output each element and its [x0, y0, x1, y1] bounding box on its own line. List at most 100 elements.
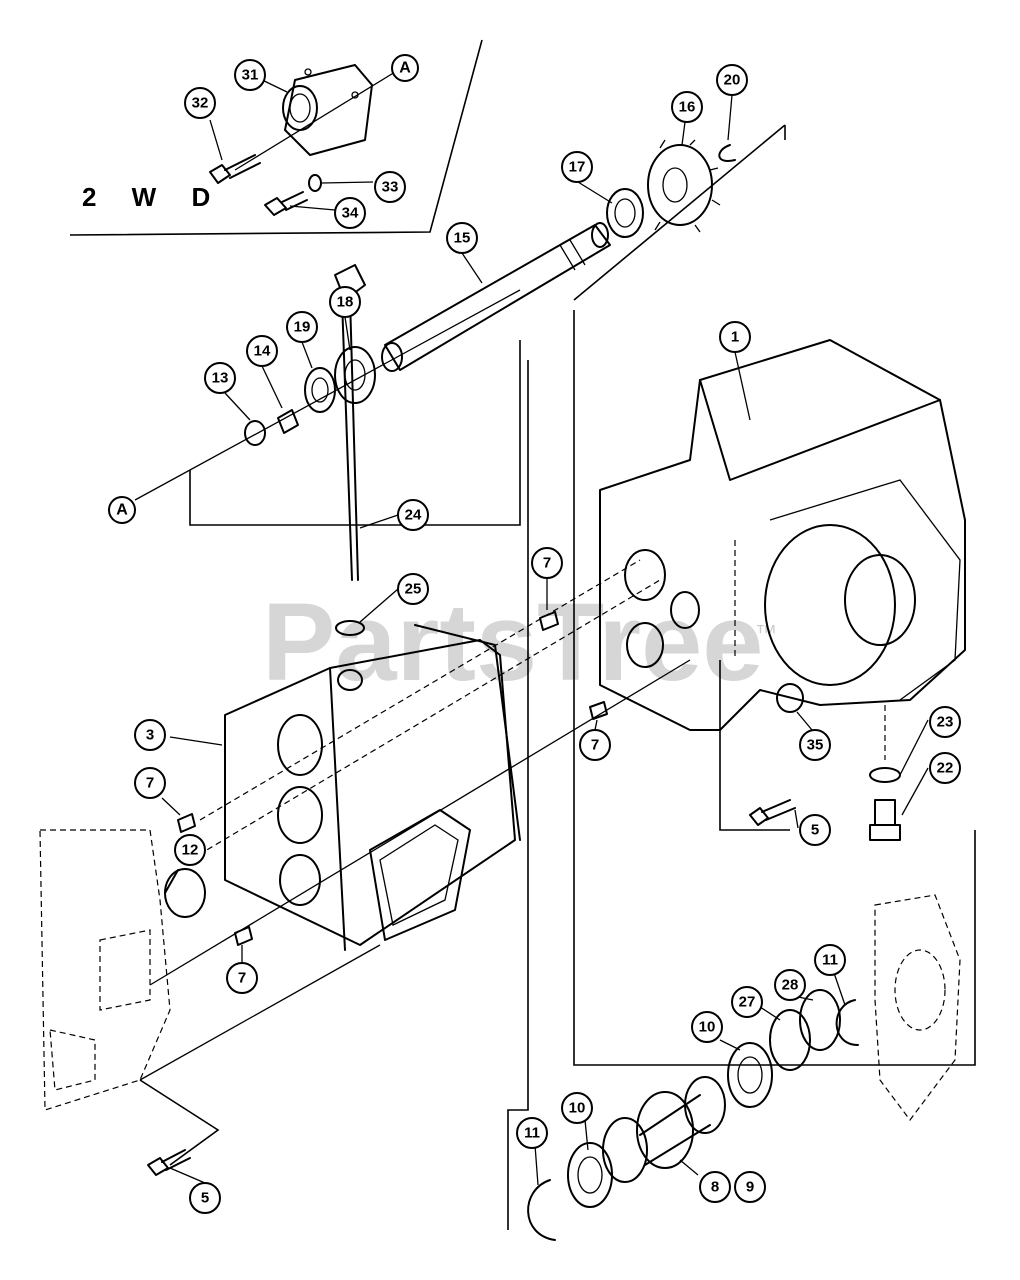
svg-text:15: 15	[454, 230, 471, 247]
part-7-pin-d	[234, 926, 253, 946]
leader-lines	[161, 77, 929, 1186]
axis-dashed-1	[189, 579, 661, 861]
svg-text:3: 3	[146, 727, 154, 744]
svg-text:25: 25	[405, 581, 422, 598]
svg-text:33: 33	[382, 179, 399, 196]
svg-text:35: 35	[807, 737, 824, 754]
svg-text:11: 11	[524, 1125, 540, 1142]
callout-32: 32	[184, 87, 216, 119]
part-1-transmission-case	[599, 339, 966, 731]
svg-text:20: 20	[724, 72, 741, 89]
callout-5-right: 5	[799, 814, 831, 846]
callout-25: 25	[397, 573, 429, 605]
callout-12: 12	[174, 834, 206, 866]
svg-text:34: 34	[342, 205, 359, 222]
part-34-bolt	[264, 191, 308, 216]
callout-7-mid: 7	[579, 729, 611, 761]
callout-19: 19	[286, 311, 318, 343]
callout-16: 16	[671, 91, 703, 123]
bracket-transmission-case	[573, 310, 976, 1066]
part-32-bolt	[209, 154, 261, 184]
callout-7-upper: 7	[531, 547, 563, 579]
axis-line-2wd	[234, 71, 396, 171]
svg-text:28: 28	[782, 977, 799, 994]
part-35-plug	[776, 683, 804, 713]
svg-text:16: 16	[679, 99, 696, 116]
svg-text:8: 8	[711, 1179, 719, 1196]
callout-24: 24	[397, 499, 429, 531]
part-28-shim	[799, 989, 841, 1051]
bracket-bolt-5-left	[139, 1079, 220, 1166]
svg-text:7: 7	[146, 775, 154, 792]
part-7-pin-c	[177, 813, 196, 833]
part-5-bolt-left	[147, 1149, 191, 1176]
svg-text:24: 24	[405, 507, 422, 524]
part-3-front-housing	[224, 624, 521, 951]
callout-20: 20	[716, 64, 748, 96]
part-11-snap-ring-left	[527, 1179, 556, 1241]
svg-text:17: 17	[569, 159, 586, 176]
callout-27: 27	[731, 986, 763, 1018]
part-16-gear	[647, 139, 721, 233]
bracket-bolt-5	[719, 660, 790, 831]
callout-34: 34	[334, 197, 366, 229]
axis-dashed-2	[199, 559, 641, 821]
part-10-bearing-left	[567, 1142, 613, 1208]
svg-text:10: 10	[699, 1019, 716, 1036]
svg-text:31: 31	[242, 67, 259, 84]
part-17-bearing	[606, 188, 644, 238]
svg-text:18: 18	[337, 294, 354, 311]
engine-outline-left	[39, 829, 171, 1111]
bracket-shaft-group	[189, 340, 521, 526]
part-19-seal	[304, 367, 336, 413]
callout-18: 18	[329, 286, 361, 318]
part-10-bearing-right	[727, 1042, 773, 1108]
bracket-upper-right	[573, 124, 786, 301]
part-13-plug	[244, 420, 266, 446]
2wd-section-label: 2 W D	[82, 182, 224, 212]
callout-10-left: 10	[561, 1092, 593, 1124]
svg-text:14: 14	[254, 343, 271, 360]
callout-28: 28	[774, 969, 806, 1001]
svg-text:1: 1	[731, 329, 739, 346]
flywheel-outline-right	[874, 894, 961, 1121]
part-25-o-ring	[335, 620, 365, 636]
callout-9: 9	[734, 1171, 766, 1203]
svg-text:23: 23	[937, 714, 954, 731]
svg-text:11: 11	[822, 952, 838, 969]
callout-15: 15	[446, 222, 478, 254]
svg-text:19: 19	[294, 319, 311, 336]
axis-line-bottom	[139, 944, 381, 1081]
part-15-shaft	[381, 222, 611, 372]
part-12-plug	[164, 868, 206, 918]
part-7-pin-b	[589, 701, 608, 720]
svg-text:5: 5	[811, 822, 819, 839]
svg-text:7: 7	[591, 737, 599, 754]
callout-1: 1	[719, 321, 751, 353]
svg-text:A: A	[399, 60, 411, 77]
part-11-snap-ring-right	[835, 999, 859, 1046]
reference-marker-a-top: A	[391, 54, 419, 82]
callout-11-left: 11	[516, 1117, 548, 1149]
part-5-bolt-right	[749, 799, 796, 826]
part-31-housing	[282, 64, 373, 156]
callout-14: 14	[246, 335, 278, 367]
svg-text:A: A	[116, 502, 128, 519]
part-27-spacer	[769, 1009, 811, 1071]
watermark: PartsTree	[262, 581, 763, 704]
callout-13: 13	[204, 362, 236, 394]
svg-text:12: 12	[182, 842, 199, 859]
part-18-bearing	[334, 346, 376, 404]
svg-text:13: 13	[212, 370, 229, 387]
svg-text:10: 10	[569, 1100, 586, 1117]
part-8-9-countershaft-gear	[602, 1076, 726, 1183]
reference-marker-a-left: A	[108, 496, 136, 524]
callout-35: 35	[799, 729, 831, 761]
callout-3: 3	[134, 719, 166, 751]
svg-text:7: 7	[238, 970, 246, 987]
callout-31: 31	[234, 59, 266, 91]
callout-7-lower: 7	[226, 962, 258, 994]
callout-5-left: 5	[189, 1182, 221, 1214]
svg-text:7: 7	[543, 555, 551, 572]
